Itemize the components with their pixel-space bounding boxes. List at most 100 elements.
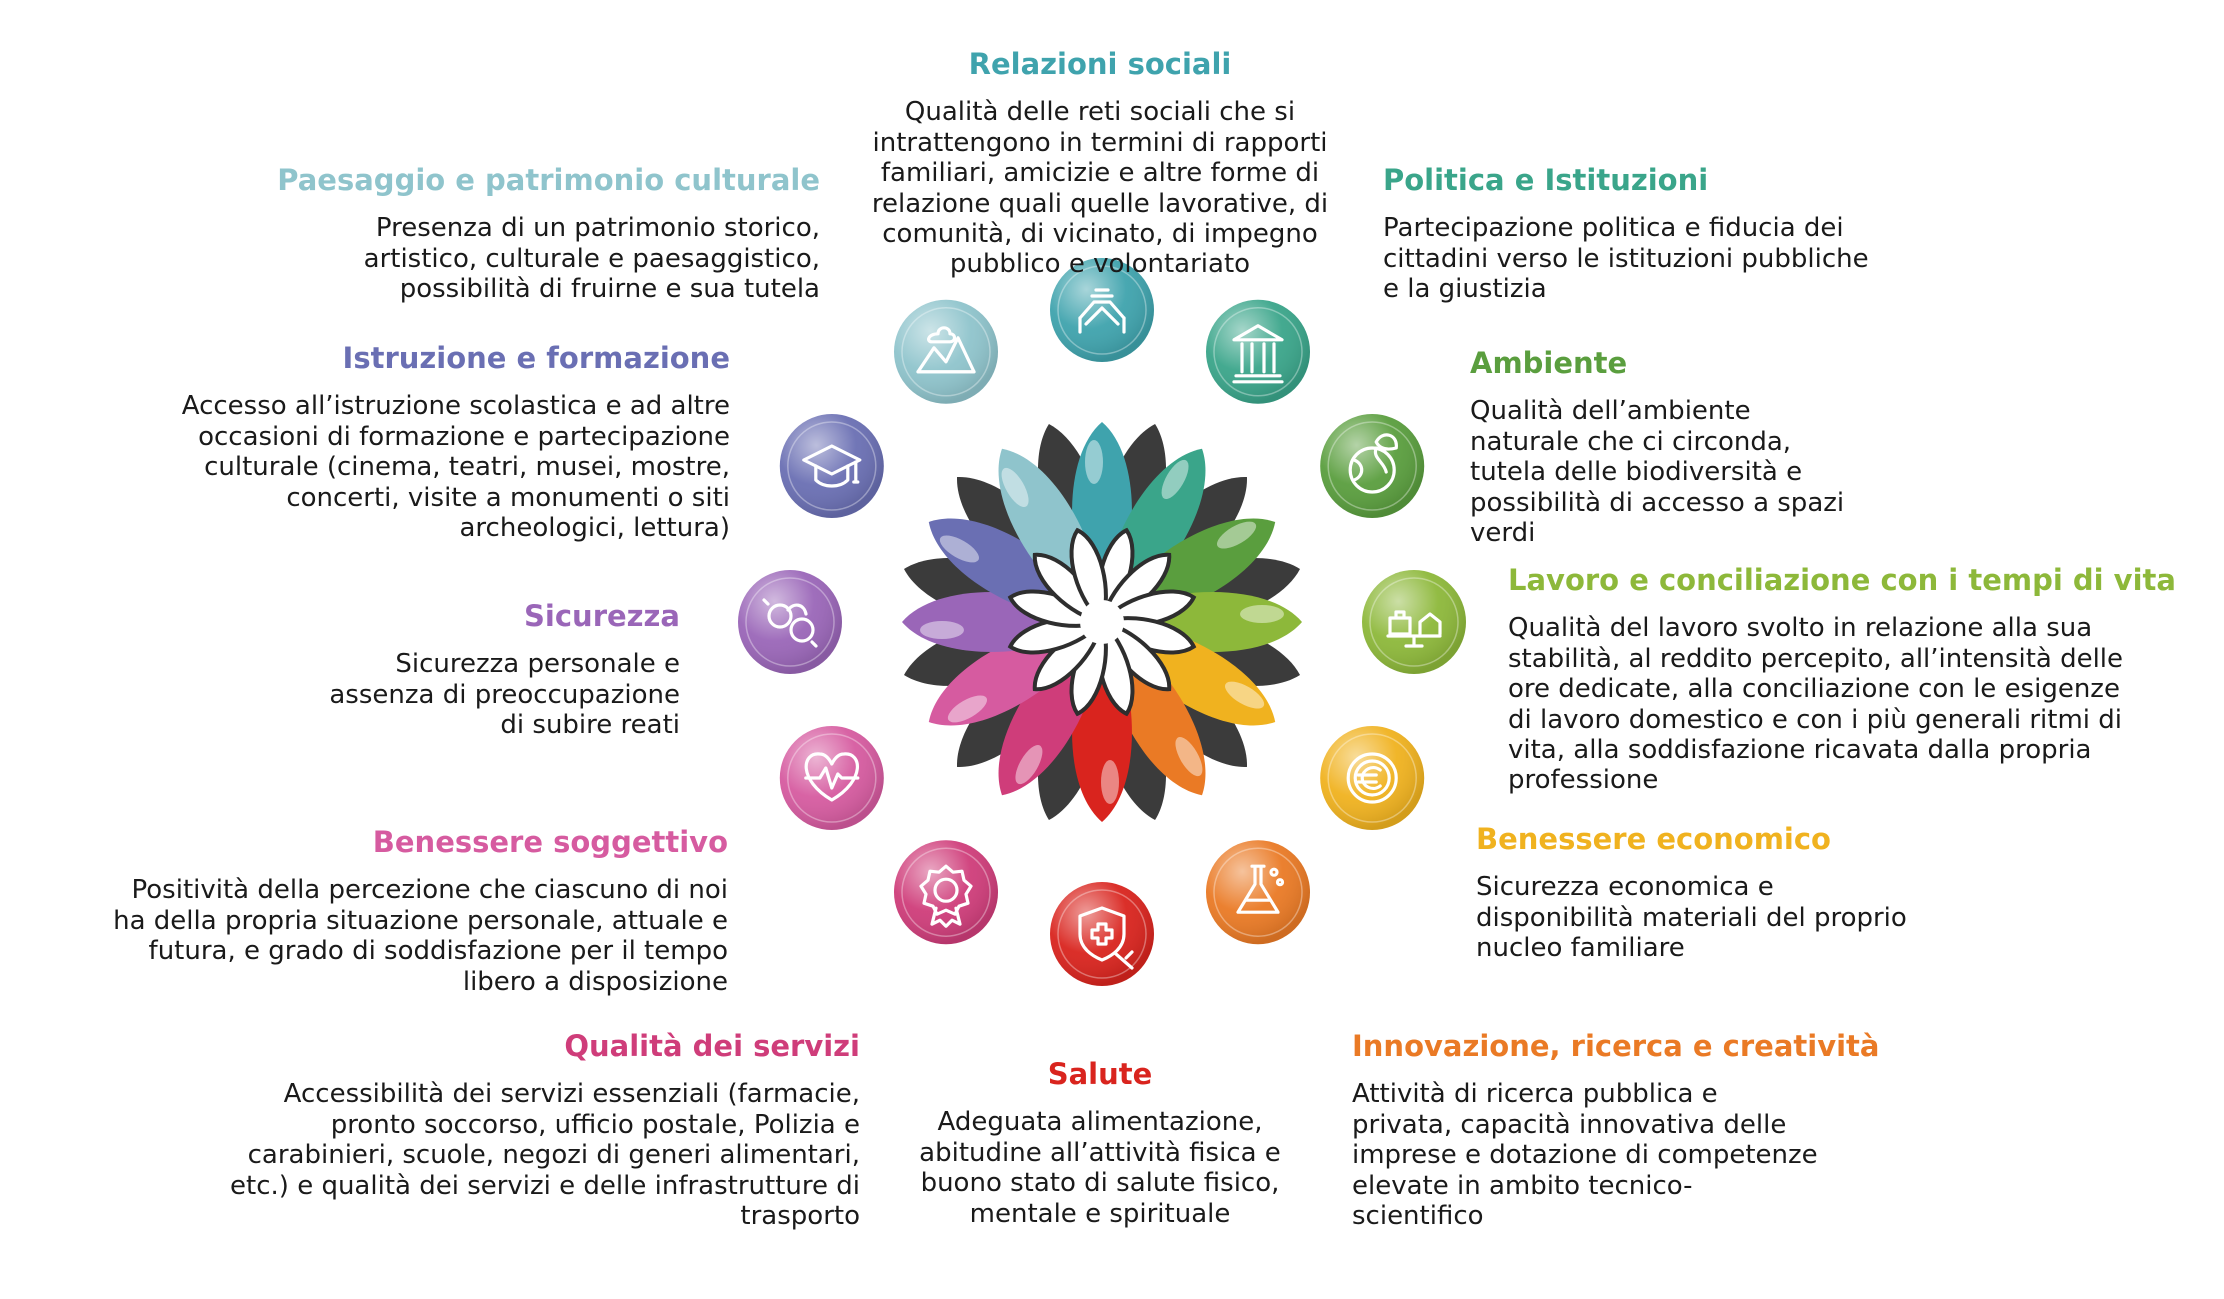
- description-line: scientifico: [1352, 1200, 1484, 1231]
- description-line: archeologici, lettura): [459, 512, 731, 543]
- hands-icon: [1050, 258, 1154, 362]
- flower-center: [1080, 600, 1124, 644]
- domain-description: Accessibilità dei servizi essenziali (fa…: [180, 1079, 860, 1231]
- description-line: possibilità di fruirne e sua tutela: [399, 274, 820, 305]
- domain-title: Innovazione, ricerca e creatività: [1352, 1029, 1880, 1063]
- description-line: trasporto: [740, 1200, 860, 1231]
- description-line: professione: [1508, 765, 1659, 796]
- description-line: e la giustizia: [1383, 274, 1547, 305]
- description-line: Sicurezza personale e: [395, 649, 680, 680]
- description-line: Qualità dell’ambiente: [1470, 396, 1751, 427]
- domain-istruzione: Istruzione e formazione Accesso all’istr…: [100, 341, 730, 543]
- health-shield-syringe-icon: [1050, 882, 1154, 986]
- description-line: disponibilità materiali del proprio: [1476, 902, 1907, 933]
- domain-description: Qualità del lavoro svolto in relazione a…: [1508, 613, 2208, 795]
- description-line: Accessibilità dei servizi essenziali (fa…: [283, 1079, 860, 1110]
- description-line: abitudine all’attività fisica e: [919, 1137, 1281, 1168]
- institution-building-icon: [1206, 299, 1310, 404]
- graduation-cap-icon: [779, 414, 884, 518]
- description-line: Presenza di un patrimonio storico,: [375, 213, 820, 244]
- description-line: naturale che ci circonda,: [1470, 426, 1792, 457]
- description-line: Partecipazione politica e fiducia dei: [1383, 213, 1844, 244]
- domain-title: Sicurezza: [524, 599, 680, 633]
- domain-politica: Politica e Istituzioni Partecipazione po…: [1383, 163, 1943, 305]
- description-line: libero a disposizione: [462, 966, 728, 997]
- description-line: carabinieri, scuole, negozi di generi al…: [247, 1140, 860, 1171]
- description-line: Attività di ricerca pubblica e: [1352, 1079, 1718, 1110]
- domain-qualita-servizi: Qualità dei servizi Accessibilità dei se…: [180, 1029, 860, 1231]
- description-line: intrattengono in termini di rapporti: [872, 127, 1328, 158]
- description-line: verdi: [1470, 517, 1536, 548]
- description-line: assenza di preoccupazione: [329, 679, 680, 710]
- domain-lavoro: Lavoro e conciliazione con i tempi di vi…: [1508, 563, 2208, 796]
- description-line: Positività della percezione che ciascuno…: [131, 875, 728, 906]
- description-line: buono stato di salute fisico,: [920, 1168, 1280, 1199]
- description-line: imprese e dotazione di competenze: [1352, 1140, 1818, 1171]
- description-line: Sicurezza economica e: [1476, 872, 1774, 903]
- quality-badge-icon: [894, 840, 998, 945]
- domain-paesaggio: Paesaggio e patrimonio culturale Presenz…: [250, 163, 820, 305]
- description-line: relazione quali quelle lavorative, di: [871, 188, 1329, 219]
- flower-petal-inner: [1069, 527, 1108, 626]
- description-line: di subire reati: [500, 710, 680, 741]
- description-line: concerti, visite a monumenti o siti: [286, 482, 730, 513]
- description-line: etc.) e qualità dei servizi e delle infr…: [230, 1170, 860, 1201]
- domain-innovazione: Innovazione, ricerca e creatività Attivi…: [1352, 1029, 1912, 1231]
- description-line: possibilità di accesso a spazi: [1470, 487, 1845, 518]
- description-line: culturale (cinema, teatri, musei, mostre…: [204, 452, 730, 483]
- description-line: comunità, di vicinato, di impegno: [882, 218, 1318, 249]
- handcuffs-icon: [738, 570, 842, 674]
- domain-description: Adeguata alimentazione,abitudine all’att…: [880, 1107, 1320, 1229]
- description-line: pronto soccorso, ufficio postale, Polizi…: [330, 1109, 860, 1140]
- globe-leaf-icon: [1320, 414, 1425, 518]
- description-line: cittadini verso le istituzioni pubbliche: [1383, 243, 1869, 274]
- domain-title: Lavoro e conciliazione con i tempi di vi…: [1508, 563, 2176, 597]
- description-line: Qualità del lavoro svolto in relazione a…: [1508, 613, 2093, 644]
- heart-pulse-icon: [779, 726, 884, 830]
- euro-coin-icon: [1320, 726, 1425, 830]
- description-line: occasioni di formazione e partecipazione: [198, 421, 730, 452]
- domain-title: Salute: [1047, 1057, 1153, 1091]
- domain-title: Politica e Istituzioni: [1383, 163, 1709, 197]
- domain-title: Ambiente: [1470, 346, 1628, 380]
- domain-description: Accesso all’istruzione scolastica e ad a…: [100, 391, 730, 543]
- description-line: pubblico e volontariato: [949, 249, 1251, 280]
- description-line: vita, alla soddisfazione ricavata dalla …: [1508, 734, 2092, 765]
- description-line: tutela delle biodiversità e: [1470, 457, 1803, 488]
- domain-salute: Salute Adeguata alimentazione,abitudine …: [880, 1057, 1320, 1229]
- domain-description: Positività della percezione che ciascuno…: [60, 875, 728, 997]
- description-line: elevate in ambito tecnico-: [1352, 1170, 1693, 1201]
- description-line: stabilità, al reddito percepito, all’int…: [1508, 643, 2124, 674]
- description-line: Accesso all’istruzione scolastica e ad a…: [181, 391, 730, 422]
- landscape-icon: [894, 299, 998, 404]
- domain-title: Benessere soggettivo: [372, 825, 728, 859]
- description-line: futura, e grado di soddisfazione per il …: [148, 936, 728, 967]
- domain-title: Benessere economico: [1476, 822, 1831, 856]
- domain-title: Relazioni sociali: [968, 47, 1232, 81]
- description-line: nucleo familiare: [1476, 933, 1685, 964]
- domain-description: Presenza di un patrimonio storico,artist…: [250, 213, 820, 304]
- description-line: mentale e spirituale: [969, 1198, 1231, 1229]
- description-line: ha della propria situazione personale, a…: [113, 905, 728, 936]
- description-line: artistico, culturale e paesaggistico,: [363, 243, 820, 274]
- flask-icon: [1206, 840, 1310, 945]
- work-life-balance-icon: [1362, 570, 1466, 674]
- description-line: privata, capacità innovativa delle: [1352, 1109, 1787, 1140]
- description-line: familiari, amicizie e altre forme di: [880, 158, 1320, 189]
- description-line: di lavoro domestico e con i più generali…: [1508, 704, 2123, 735]
- domain-title: Qualità dei servizi: [564, 1029, 860, 1063]
- domain-title: Paesaggio e patrimonio culturale: [277, 163, 820, 197]
- description-line: ore dedicate, alla conciliazione con le …: [1508, 674, 2120, 705]
- domain-benessere-soggettivo: Benessere soggettivo Positività della pe…: [60, 825, 728, 997]
- domain-benessere-economico: Benessere economico Sicurezza economica …: [1476, 822, 1996, 964]
